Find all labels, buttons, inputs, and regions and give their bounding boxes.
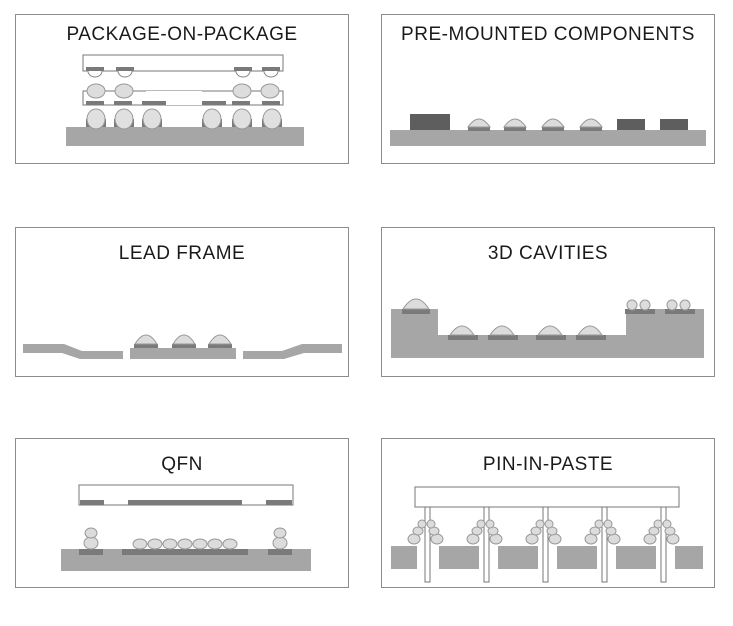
- pin: [660, 506, 667, 583]
- substrate: [391, 309, 704, 358]
- panel-title: QFN: [161, 454, 203, 475]
- lead-left: [23, 344, 123, 359]
- component: [410, 114, 450, 130]
- board-segment: [557, 546, 597, 569]
- panel-lead-frame: LEAD FRAME: [15, 227, 349, 377]
- lead-right: [243, 344, 342, 359]
- panel-pre-mounted-components: PRE-MOUNTED COMPONENTS: [381, 14, 715, 164]
- pin: [483, 506, 490, 583]
- pin-in-paste-diagram: [391, 486, 703, 583]
- panel-package-on-package: PACKAGE-ON-PACKAGE: [15, 14, 349, 164]
- cavities-diagram: [391, 298, 704, 358]
- lead-frame-diagram: [23, 334, 342, 359]
- panel-title: PRE-MOUNTED COMPONENTS: [401, 24, 695, 45]
- die-pad: [130, 348, 236, 359]
- board-segment: [391, 546, 417, 569]
- board-segment: [616, 546, 656, 569]
- panel-qfn: QFN: [15, 438, 349, 588]
- board-segment: [675, 546, 703, 569]
- pin: [601, 506, 608, 583]
- top-package: [82, 54, 284, 72]
- qfn-diagram: [61, 484, 311, 571]
- substrate: [66, 127, 304, 146]
- pre-mounted-diagram: [390, 114, 706, 146]
- connector-body: [414, 486, 680, 508]
- component: [660, 119, 688, 130]
- substrate: [390, 130, 706, 146]
- pin: [542, 506, 549, 583]
- panel-3d-cavities: 3D CAVITIES: [381, 227, 715, 377]
- panel-title: PIN-IN-PASTE: [482, 454, 614, 475]
- pin: [424, 506, 431, 583]
- panel-title: PACKAGE-ON-PACKAGE: [66, 24, 298, 45]
- panel-title: LEAD FRAME: [118, 243, 246, 264]
- board-segment: [439, 546, 479, 569]
- panel-title: 3D CAVITIES: [487, 243, 609, 264]
- pop-diagram: [66, 54, 304, 146]
- panel-pin-in-paste: PIN-IN-PASTE: [381, 438, 715, 588]
- board-segment: [498, 546, 538, 569]
- component: [617, 119, 645, 130]
